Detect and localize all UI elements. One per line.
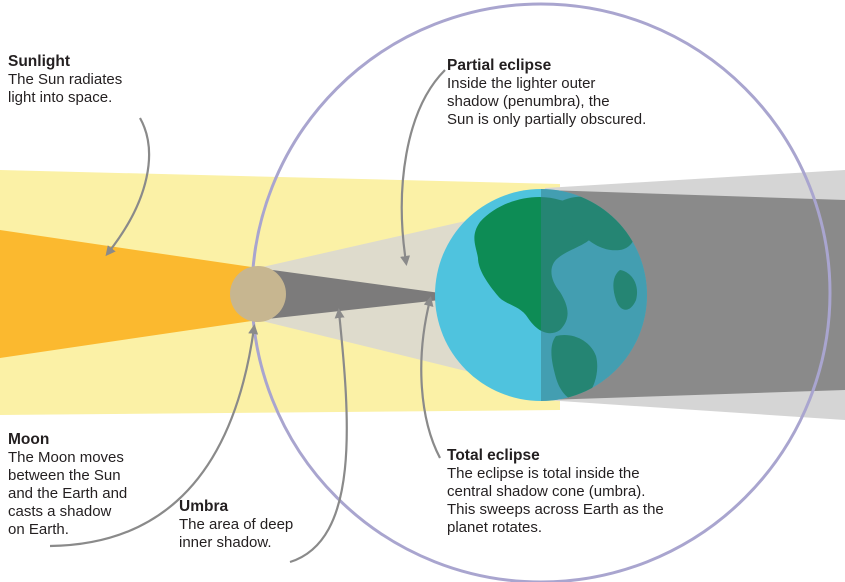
umbra-label: Umbra The area of deep inner shadow.: [179, 498, 293, 552]
partial-eclipse-text: Inside the lighter outer shadow (penumbr…: [447, 75, 647, 128]
moon-text: The Moon moves between the Sun and the E…: [8, 449, 128, 538]
moon-pointer: [49, 324, 259, 548]
total-eclipse-title: Total eclipse: [447, 447, 540, 464]
sunlight-label: Sunlight The Sun radiates light into spa…: [8, 53, 122, 107]
partial-eclipse-label: Partial eclipse Inside the lighter outer…: [447, 57, 646, 129]
umbra-cone: [258, 268, 440, 320]
total-eclipse-label: Total eclipse The eclipse is total insid…: [447, 447, 664, 537]
sunlight-title: Sunlight: [8, 53, 70, 70]
umbra-pointer: [289, 308, 348, 564]
partial-eclipse-pointer: [400, 69, 446, 266]
sunlight-core: [0, 230, 258, 358]
total-eclipse-pointer: [420, 296, 441, 459]
moon-icon: [230, 266, 286, 322]
total-eclipse-text: The eclipse is total inside the central …: [447, 465, 664, 536]
sunlight-pointer: [105, 117, 151, 257]
moon-label: Moon The Moon moves between the Sun and …: [8, 431, 127, 539]
sunlight-text: The Sun radiates light into space.: [8, 71, 123, 106]
umbra-text: The area of deep inner shadow.: [179, 516, 294, 551]
moon-title: Moon: [8, 431, 50, 448]
umbra-title: Umbra: [179, 498, 229, 515]
partial-eclipse-title: Partial eclipse: [447, 57, 552, 74]
earth-globe-icon: [435, 189, 647, 401]
